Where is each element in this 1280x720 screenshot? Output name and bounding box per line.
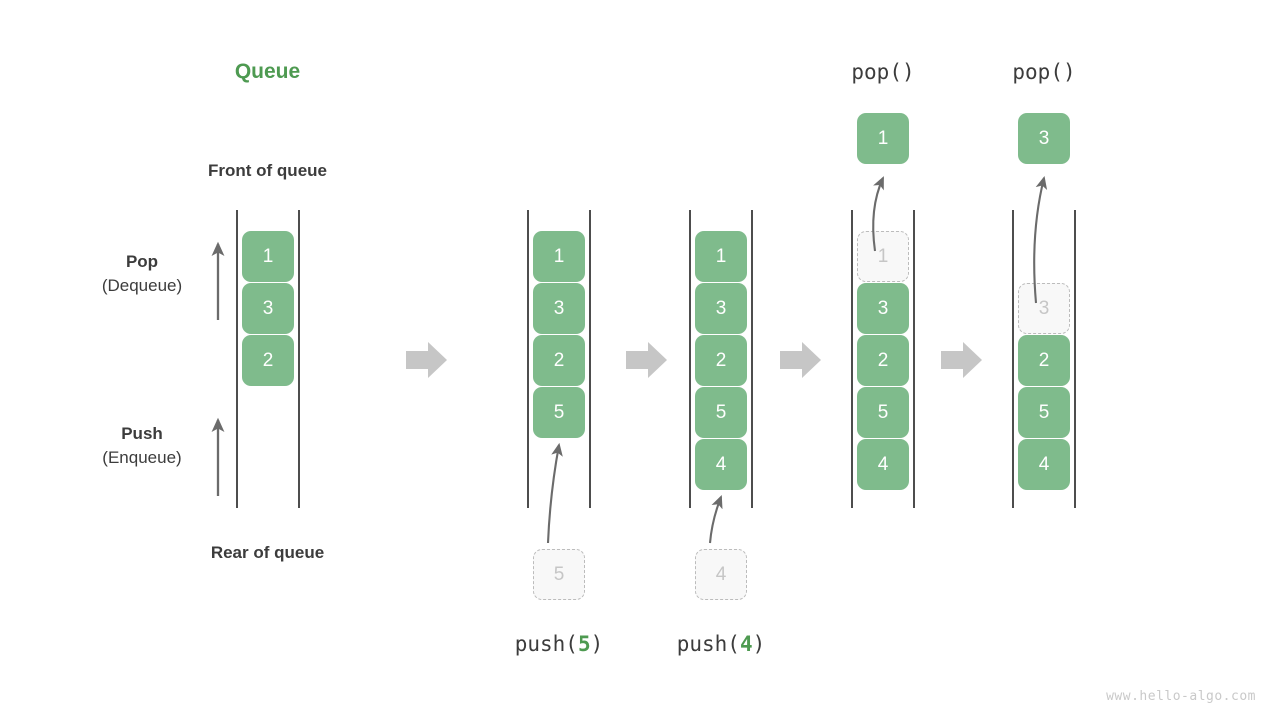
queue-column-pop-1 xyxy=(851,210,915,508)
queue-slot: 2 xyxy=(242,335,294,386)
queue-rail-right xyxy=(751,210,753,508)
step-arrow-1 xyxy=(406,342,447,378)
front-of-queue-label: Front of queue xyxy=(208,161,327,180)
queue-slot: 1 xyxy=(533,231,585,282)
queue-rail-right xyxy=(1074,210,1076,508)
push-operation-name: Push xyxy=(121,424,163,443)
caption-paren-close: ) xyxy=(752,632,766,656)
queue-slot: 3 xyxy=(242,283,294,334)
queue-rail-left xyxy=(851,210,853,508)
queue-slot: 1 xyxy=(695,231,747,282)
push-operation-label: Push (Enqueue) xyxy=(62,422,222,470)
pop-operation-name: Pop xyxy=(125,252,159,271)
queue-column-pop-3 xyxy=(1012,210,1076,508)
incoming-element-push-5: 5 xyxy=(533,549,585,600)
step-arrow-3 xyxy=(780,342,821,378)
caption-function-name: push( xyxy=(676,632,740,656)
queue-slot: 2 xyxy=(857,335,909,386)
queue-rail-left xyxy=(689,210,691,508)
queue-slot-ghost: 1 xyxy=(857,231,909,282)
step-arrow-4 xyxy=(941,342,982,378)
queue-slot: 5 xyxy=(857,387,909,438)
queue-slot: 4 xyxy=(857,439,909,490)
queue-slot: 3 xyxy=(533,283,585,334)
step-top-caption-pop-3: pop() xyxy=(1012,60,1076,84)
queue-slot: 5 xyxy=(1018,387,1070,438)
queue-slot: 1 xyxy=(242,231,294,282)
queue-rail-right xyxy=(589,210,591,508)
queue-slot: 2 xyxy=(1018,335,1070,386)
queue-rail-right xyxy=(298,210,300,508)
watermark: www.hello-algo.com xyxy=(1106,689,1256,704)
queue-slot-ghost: 3 xyxy=(1018,283,1070,334)
step-caption-push-5: push(5) xyxy=(479,632,639,656)
queue-slot: 3 xyxy=(695,283,747,334)
push-operation-alias: (Enqueue) xyxy=(102,448,182,467)
queue-slot: 4 xyxy=(695,439,747,490)
queue-column-initial xyxy=(236,210,300,508)
queue-slot: 4 xyxy=(1018,439,1070,490)
rear-of-queue-label: Rear of queue xyxy=(210,543,325,562)
caption-paren-close: ) xyxy=(590,632,604,656)
queue-slot: 2 xyxy=(695,335,747,386)
popped-element-pop-3: 3 xyxy=(1018,113,1070,164)
queue-column-push-4 xyxy=(689,210,753,508)
queue-column-push-5 xyxy=(527,210,591,508)
step-top-caption-pop-1: pop() xyxy=(851,60,915,84)
queue-slot: 5 xyxy=(695,387,747,438)
queue-rail-left xyxy=(1012,210,1014,508)
caption-function-name: push( xyxy=(514,632,578,656)
pop-operation-alias: (Dequeue) xyxy=(101,276,183,295)
step-arrow-2 xyxy=(626,342,667,378)
page-title: Queue xyxy=(234,60,301,83)
queue-slot: 2 xyxy=(533,335,585,386)
queue-slot: 5 xyxy=(533,387,585,438)
caption-argument: 5 xyxy=(577,632,591,656)
queue-rail-left xyxy=(236,210,238,508)
queue-rail-right xyxy=(913,210,915,508)
queue-rail-left xyxy=(527,210,529,508)
queue-slot: 3 xyxy=(857,283,909,334)
popped-element-pop-1: 1 xyxy=(857,113,909,164)
caption-argument: 4 xyxy=(739,632,753,656)
incoming-element-push-4: 4 xyxy=(695,549,747,600)
pop-operation-label: Pop (Dequeue) xyxy=(62,250,222,298)
step-caption-push-4: push(4) xyxy=(641,632,801,656)
